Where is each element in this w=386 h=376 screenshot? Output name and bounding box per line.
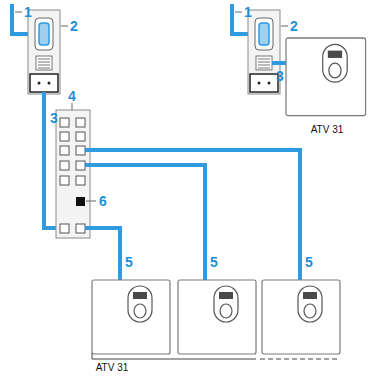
callout-number: 2	[70, 19, 78, 33]
drive	[178, 280, 256, 354]
callout-number: 1	[244, 5, 252, 19]
cable	[272, 61, 286, 65]
adapter	[248, 10, 280, 94]
callout-number: 1	[24, 5, 32, 19]
callout-number: 5	[305, 255, 313, 269]
callout-number: 3	[276, 69, 284, 83]
cable	[85, 228, 120, 280]
leader-lines	[15, 12, 288, 201]
drive	[92, 280, 170, 354]
splitter-box	[56, 110, 90, 238]
cable	[85, 165, 205, 280]
adapter	[28, 10, 60, 94]
callout-number: 2	[290, 19, 298, 33]
callout-number: 5	[210, 255, 218, 269]
bracket	[92, 353, 256, 359]
drive	[286, 38, 366, 116]
callout-number: 5	[125, 255, 133, 269]
callout-number: 4	[68, 89, 76, 103]
terminator	[76, 197, 85, 206]
bracket	[260, 359, 340, 360]
cable	[85, 150, 300, 280]
product-label: ATV 31	[96, 363, 129, 373]
callout-number: 3	[50, 111, 58, 125]
drive	[262, 280, 340, 354]
callout-number: 6	[99, 194, 107, 208]
product-label: ATV 31	[311, 125, 344, 135]
